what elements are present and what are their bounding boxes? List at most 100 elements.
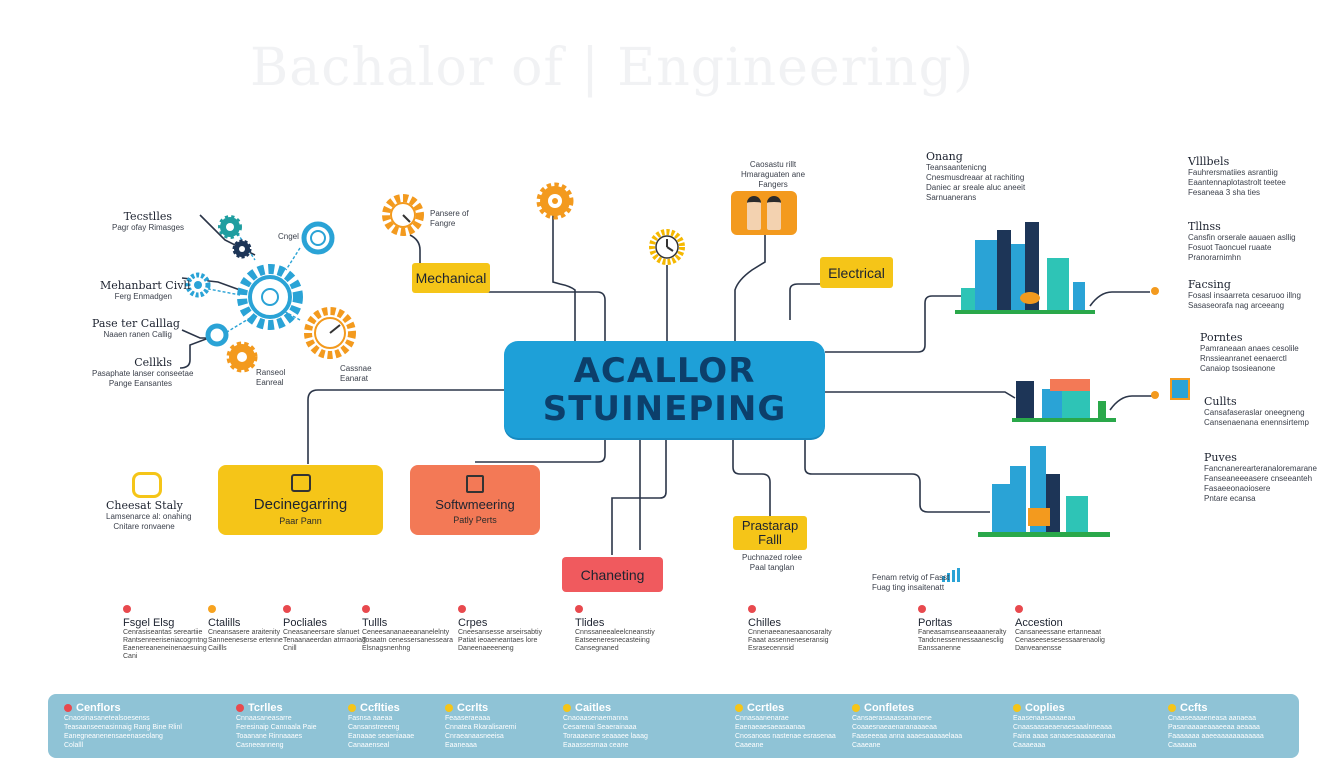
right-label-line: Pamraneaan anaes cesolile xyxy=(1200,344,1299,353)
left-label-note: Pagr ofay Rimasges xyxy=(112,223,185,232)
band-column-line: Cansaerasaaassananene xyxy=(852,715,932,722)
row-item-line: Ceneesananaeeananelelnty xyxy=(362,629,450,636)
band-column-line: Eaenaeaesaeasaanaa xyxy=(735,724,806,731)
row-item-line: Faaat assenneneseransig xyxy=(748,637,829,644)
branch-electrical[interactable]: Electrical xyxy=(820,257,893,288)
gear-icon xyxy=(185,272,211,298)
note-line: Fuag ting insaitenatt xyxy=(872,583,945,592)
bullet-dot xyxy=(575,605,583,613)
band-column-header: Caitles xyxy=(563,702,648,714)
band-column-line: Cnaosinasanetealsoesenss xyxy=(64,715,150,722)
branch-decinegarring[interactable]: Decinegarring Paar Pann xyxy=(218,465,383,535)
band-column-line: Eaaneaaa xyxy=(445,742,477,749)
row-item-line: Cansaneessane ertanneaat xyxy=(1015,629,1102,636)
right-label: Tllnss Cansfin orserale aauaen asllig Fo… xyxy=(1188,220,1296,263)
central-node[interactable]: ACALLOR STUINEPING xyxy=(504,341,825,438)
branch-softwmeering[interactable]: Softwmeering Patly Perts xyxy=(410,465,540,535)
band-column-header: Ccrtles xyxy=(735,702,836,714)
right-label-line: Fauhrersmatiies asrantiig xyxy=(1188,168,1278,177)
left-label-title: Cellkls xyxy=(134,356,172,369)
row-item-line: Tenaanaeerdan atrrraoriag xyxy=(283,637,366,644)
right-label-line: Pranorarnimhn xyxy=(1188,253,1241,262)
signal-bars-icon xyxy=(942,568,960,582)
row-item-line: Esrasecennsid xyxy=(748,645,794,652)
right-label-title: Puves xyxy=(1204,451,1237,464)
bullet-dot xyxy=(458,605,466,613)
row-item-title: Porltas xyxy=(918,617,953,629)
band-column-header: Cenflors xyxy=(64,702,182,714)
band-column-title: Coplies xyxy=(1025,702,1065,714)
cheesat-note: Cnitare ronvaene xyxy=(113,522,175,531)
row-item-line: Cenaseesesesessaarenaolig xyxy=(1015,637,1105,644)
right-label-line: Fesaneaa 3 sha ties xyxy=(1188,188,1261,197)
bullet-dot xyxy=(445,704,453,712)
bullet-dot xyxy=(362,605,370,613)
gear-icon xyxy=(205,323,229,347)
band-column-line: Faaaaaaa aaeeaaaaaaaaaaaa xyxy=(1168,733,1264,740)
band-column-line: Cnosanoas nastenae esrasenaa xyxy=(735,733,836,740)
gear-icon xyxy=(536,182,574,220)
bullet-dot xyxy=(283,605,291,613)
gear-cluster xyxy=(185,215,356,373)
fasst-note: Fenam retvig of Fasst Fuag ting insaiten… xyxy=(872,573,949,593)
band-column-line: Cnnatea Rkaralisaremi xyxy=(445,724,517,731)
branch-mechanical[interactable]: Mechanical xyxy=(412,263,490,293)
branch-subtitle: Patly Perts xyxy=(453,515,497,525)
left-label-note: Ferg Enmadgen xyxy=(114,292,172,301)
city-skyline-icon xyxy=(955,222,1095,314)
right-label-line: Fanseaneeeasere cnseeanteh xyxy=(1204,474,1313,483)
band-column-header: Tcrlles xyxy=(236,702,317,714)
left-label-title: Tecstlles xyxy=(123,210,172,223)
band-column-line: Faina aaaa sanaaesaaaaaeanaa xyxy=(1013,733,1116,740)
bullet-dot xyxy=(563,704,571,712)
row-item-title: Tullls xyxy=(362,617,388,629)
note-line: Pansere of xyxy=(430,209,469,218)
gear-icon xyxy=(304,307,356,359)
clock-gear-icon xyxy=(649,229,685,265)
row-item-line: Cnill xyxy=(283,645,297,652)
band-column-line: Colalll xyxy=(64,742,84,749)
row-item-line: Cani xyxy=(123,653,138,660)
band-column-title: Ccrtles xyxy=(747,702,785,714)
right-label: Cullts Cansafaseraslar oneegneng Cansena… xyxy=(1204,395,1309,428)
band-column-line: Caaeane xyxy=(735,742,764,749)
band-column-title: Cenflors xyxy=(76,702,121,714)
row-item-line: Cnnenaeeanesaanosaralty xyxy=(748,629,832,636)
panel-icon xyxy=(1170,378,1190,400)
band-column-header: Ccfts xyxy=(1168,702,1264,714)
row-item-title: Accestion xyxy=(1015,617,1063,629)
right-label-line: Cnesmusdreaar at rachiting xyxy=(926,173,1025,182)
branch-prastarap[interactable]: Prastarap Falll xyxy=(733,516,807,550)
row-item-line: Tandcnessennessaanesclig xyxy=(918,637,1004,644)
external-link-icon xyxy=(466,475,484,493)
band-column-line: Cansanstreeeng xyxy=(348,724,400,731)
note-line: Fangre xyxy=(430,219,456,228)
left-label-note: Naaen ranen Callig xyxy=(103,330,173,339)
row-item-title: Tlides xyxy=(575,617,605,629)
right-label-title: Onang xyxy=(926,150,963,163)
gear-icon xyxy=(301,221,335,255)
branch-chaneting[interactable]: Chaneting xyxy=(562,557,663,592)
right-label-title: Facsing xyxy=(1188,278,1231,291)
band-column-line: Coaaesnaeaenaranaaaeaa xyxy=(852,724,937,731)
branch-title: Decinegarring xyxy=(253,496,348,513)
left-label: Mehanbart Civll Ferg Enmadgen xyxy=(100,279,190,302)
cheesat-note: Lamsenarce al: onahing xyxy=(106,512,192,521)
bullet-dot xyxy=(236,704,244,712)
right-label-line: Cansafaseraslar oneegneng xyxy=(1204,408,1305,417)
band-column-header: Ccflties xyxy=(348,702,414,714)
row-item-line: Cneansasere araitenity xyxy=(208,629,280,636)
row-item-line: Cnnssaneealeelcneanstiy xyxy=(575,629,655,636)
bullet-dot xyxy=(1168,704,1176,712)
band-column-line: Feaaseraeaaa xyxy=(445,715,491,722)
gear-icon xyxy=(237,264,303,330)
central-node-line2: STUINEPING xyxy=(542,388,787,429)
cheesat-title: Cheesat Staly xyxy=(106,499,183,512)
